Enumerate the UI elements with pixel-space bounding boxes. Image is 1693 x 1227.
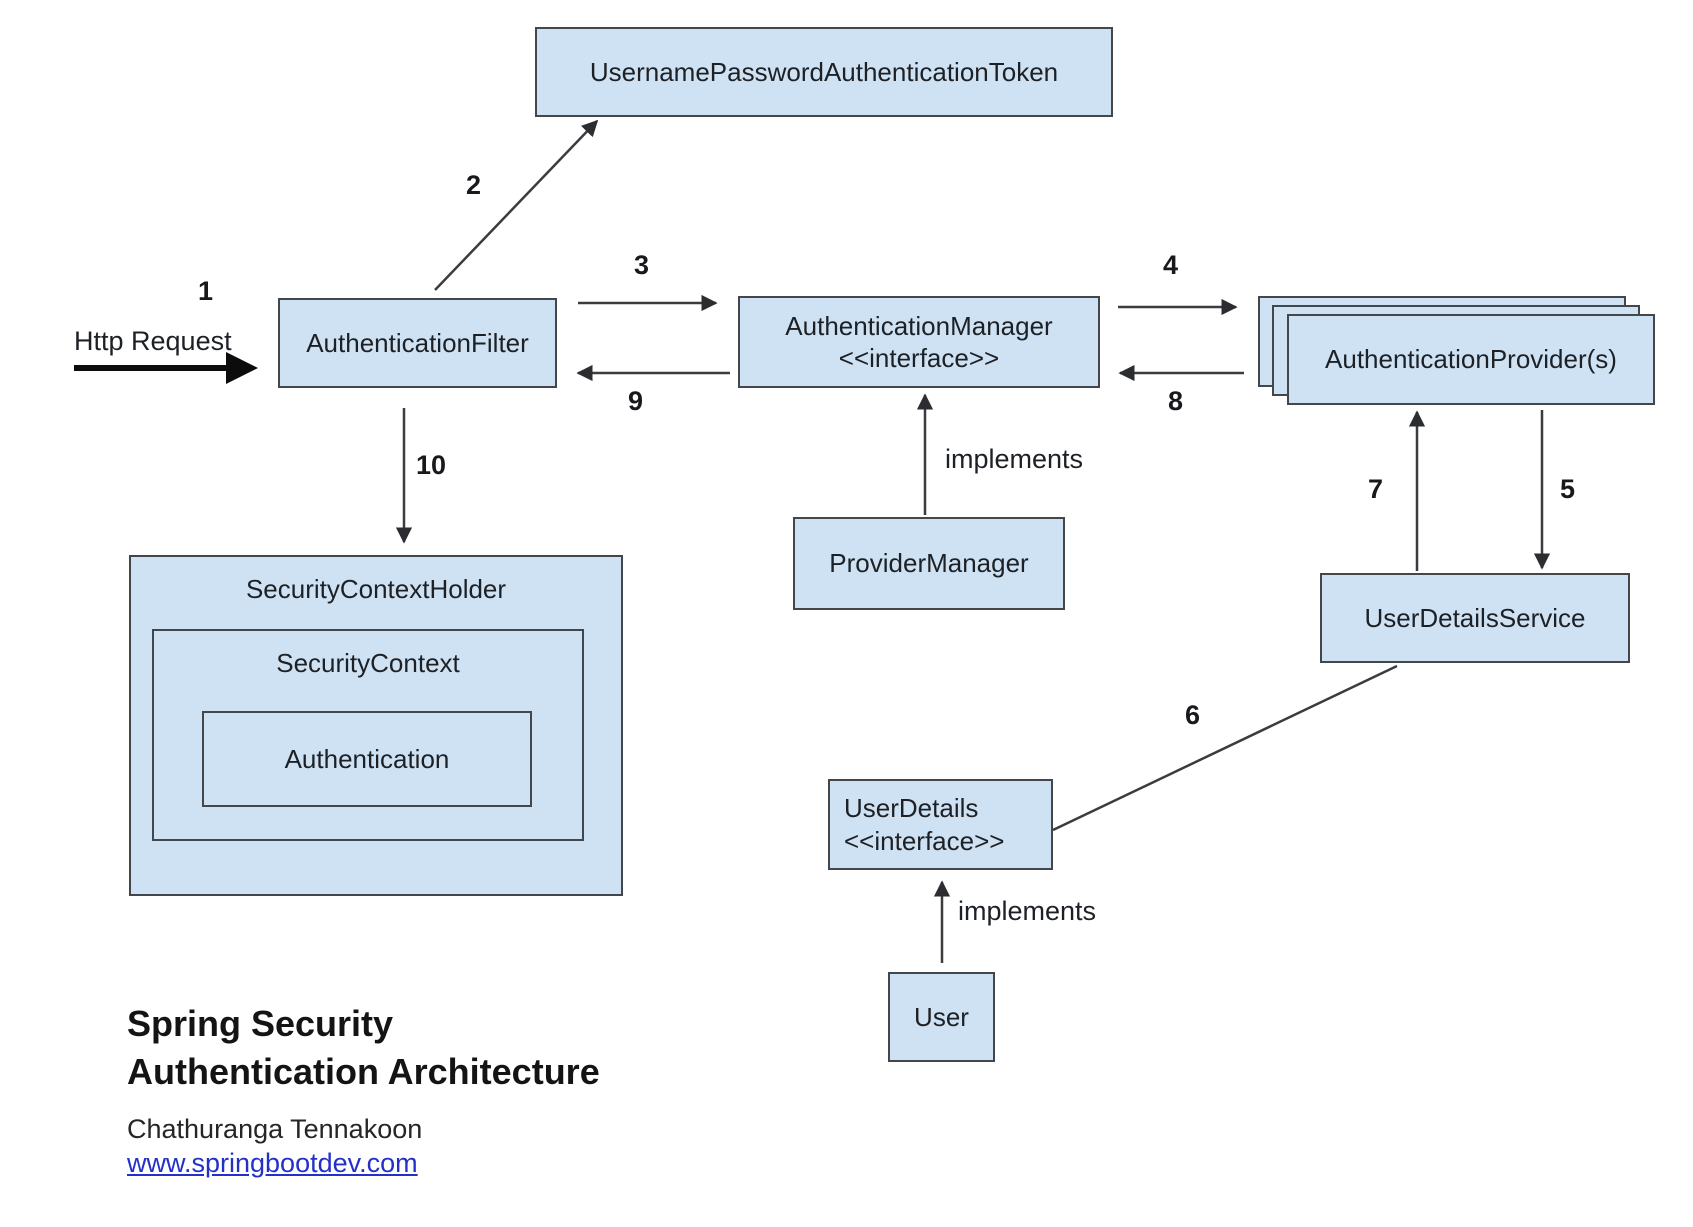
node-authentication-manager: AuthenticationManager <<interface>> [738, 296, 1100, 388]
step-label-7: 7 [1368, 474, 1384, 504]
diagram-title-line2: Authentication Architecture [127, 1051, 600, 1092]
node-provider-manager: ProviderManager [793, 517, 1065, 610]
step-label-10: 10 [416, 450, 447, 480]
node-authentication-filter: AuthenticationFilter [278, 298, 557, 388]
step-label-6: 6 [1185, 700, 1201, 730]
step-label-8: 8 [1168, 386, 1184, 416]
node-label: UserDetailsService [1364, 602, 1586, 633]
implements-label-provider-manager: implements [945, 444, 1084, 474]
step-label-3: 3 [634, 250, 650, 280]
arrow-step-2 [434, 119, 599, 291]
implements-label-user: implements [958, 896, 1097, 926]
step-label-5: 5 [1560, 474, 1576, 504]
step-label-1: 1 [198, 276, 214, 306]
line-step-6 [1052, 664, 1398, 832]
node-label: SecurityContext [276, 648, 460, 678]
node-stereotype: <<interface>> [844, 825, 1005, 856]
node-label: UsernamePasswordAuthenticationToken [589, 56, 1059, 87]
node-user: User [888, 972, 995, 1062]
node-label: ProviderManager [829, 548, 1029, 579]
node-label: AuthenticationFilter [306, 327, 529, 358]
author-name: Chathuranga Tennakoon [127, 1114, 423, 1144]
node-stereotype: <<interface>> [838, 343, 1000, 373]
node-label: SecurityContextHolder [245, 574, 507, 604]
node-username-password-authentication-token: UsernamePasswordAuthenticationToken [535, 27, 1113, 117]
node-authentication-providers: AuthenticationProvider(s) [1287, 314, 1655, 405]
node-label: AuthenticationProvider(s) [1325, 344, 1617, 375]
node-label: UserDetails [844, 793, 979, 823]
node-label: Authentication [284, 743, 450, 774]
diagram-title-line1: Spring Security [127, 1003, 394, 1044]
website-link[interactable]: www.springbootdev.com [127, 1148, 418, 1178]
step-label-9: 9 [628, 386, 644, 416]
diagram-title: Spring Security Authentication Architect… [127, 1000, 600, 1096]
node-authentication: Authentication [202, 711, 532, 807]
step-label-2: 2 [466, 170, 482, 200]
http-request-label: Http Request [74, 326, 232, 356]
node-user-details-service: UserDetailsService [1320, 573, 1630, 663]
node-user-details: UserDetails <<interface>> [828, 779, 1053, 870]
node-label: User [914, 1001, 969, 1032]
node-label: AuthenticationManager [785, 310, 1053, 341]
step-label-4: 4 [1163, 250, 1179, 280]
